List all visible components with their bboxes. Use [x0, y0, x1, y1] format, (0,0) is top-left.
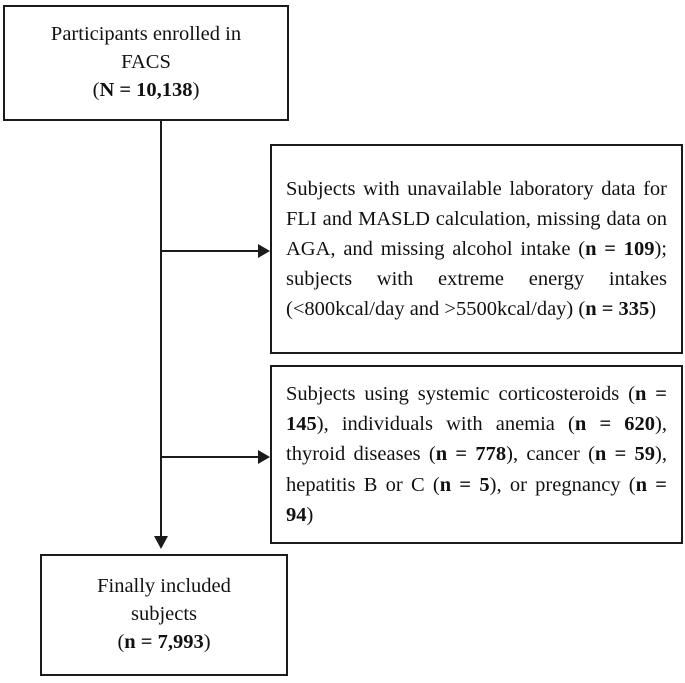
exclusion1-segment-1: Subjects with unavailable laboratory dat… [286, 177, 667, 260]
exclusion2-segment-7: ) [306, 503, 314, 526]
included-line-2: subjects [130, 603, 198, 626]
exclusion2-segment-2: ), individuals with anemia ( [316, 413, 575, 436]
enrolled-line-2: FACS [121, 51, 171, 74]
enrolled-count-close: ) [192, 78, 200, 101]
exclusion2-count-94: n = 94 [286, 473, 667, 526]
exclusion2-count-778: n = 778 [435, 443, 507, 466]
node-exclusion-conditions: Subjects using systemic corticosteroids … [270, 365, 683, 544]
exclusion1-segment-2: ); subjects with extreme energy intakes … [286, 237, 667, 321]
exclusion2-count-5: n = 5 [439, 473, 490, 496]
arrowhead-down-icon-included [154, 536, 168, 549]
node-exclusion-lab-data: Subjects with unavailable laboratory dat… [270, 144, 683, 354]
node-finally-included: Finally included subjects (n = 7,993) [40, 554, 288, 676]
exclusion2-count-620: n = 620 [574, 413, 656, 436]
included-count-close: ) [203, 630, 211, 653]
exclusion2-count-59: n = 59 [594, 443, 656, 466]
exclusion2-segment-6: ), or pregnancy ( [489, 473, 636, 496]
exclusion2-count-145: n = 145 [286, 383, 667, 436]
node-finally-included-text: Finally included subjects (n = 7,993) [42, 573, 286, 657]
exclusion1-segment-3: ) [649, 298, 657, 321]
exclusion2-segment-1: Subjects using systemic corticosteroids … [286, 383, 635, 406]
branch-connector-line-exclusion-2 [161, 456, 261, 458]
enrolled-line-1: Participants enrolled in [50, 23, 242, 46]
enrolled-count-open: ( [92, 78, 100, 101]
branch-connector-line-exclusion-1 [161, 250, 261, 252]
exclusion2-segment-5: ), hepatitis B or C ( [286, 443, 667, 496]
node-participants-enrolled: Participants enrolled in FACS (N = 10,13… [3, 5, 289, 121]
exclusion2-segment-4: ), cancer ( [506, 443, 595, 466]
arrowhead-right-icon-exclusion-1 [258, 244, 270, 258]
node-exclusion-lab-data-text: Subjects with unavailable laboratory dat… [272, 174, 681, 325]
enrolled-count-value: N = 10,138 [99, 78, 193, 101]
included-line-1: Finally included [97, 575, 231, 598]
node-participants-enrolled-text: Participants enrolled in FACS (N = 10,13… [5, 21, 287, 105]
exclusion1-count-109: n = 109 [585, 237, 655, 260]
included-count-open: ( [117, 630, 125, 653]
arrowhead-right-icon-exclusion-2 [258, 450, 270, 464]
node-exclusion-conditions-text: Subjects using systemic corticosteroids … [272, 379, 681, 530]
main-vertical-connector-line [160, 121, 162, 541]
included-count-value: n = 7,993 [124, 630, 204, 653]
exclusion2-segment-3: ), thyroid diseases ( [286, 413, 667, 466]
exclusion1-count-335: n = 335 [585, 298, 650, 321]
